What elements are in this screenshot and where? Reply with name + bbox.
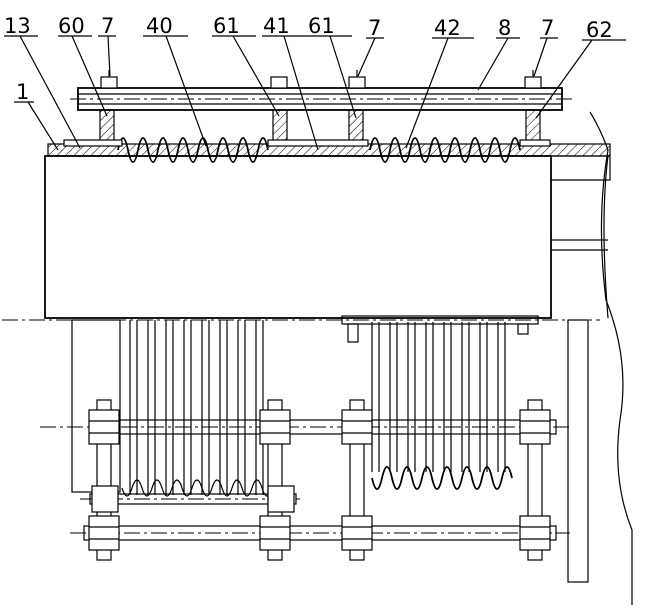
pipe-wall: [48, 140, 610, 156]
label-42: 42: [434, 16, 461, 40]
label-7-right: 7: [541, 16, 554, 40]
label-40: 40: [146, 14, 173, 38]
tie-rod: [70, 88, 572, 110]
break-line: [590, 112, 632, 605]
label-1: 1: [16, 80, 29, 104]
label-41: 41: [263, 14, 290, 38]
nut-top: [101, 70, 541, 88]
label-61-right: 61: [308, 14, 335, 38]
label-8: 8: [498, 16, 511, 40]
label-60: 60: [58, 14, 85, 38]
label-7-middle: 7: [368, 16, 381, 40]
pipe-body: [45, 156, 610, 318]
label-61-left: 61: [213, 14, 240, 38]
label-62: 62: [586, 18, 613, 42]
label-13: 13: [4, 14, 31, 38]
lower-view: [40, 316, 588, 582]
label-7-left: 7: [101, 14, 114, 38]
